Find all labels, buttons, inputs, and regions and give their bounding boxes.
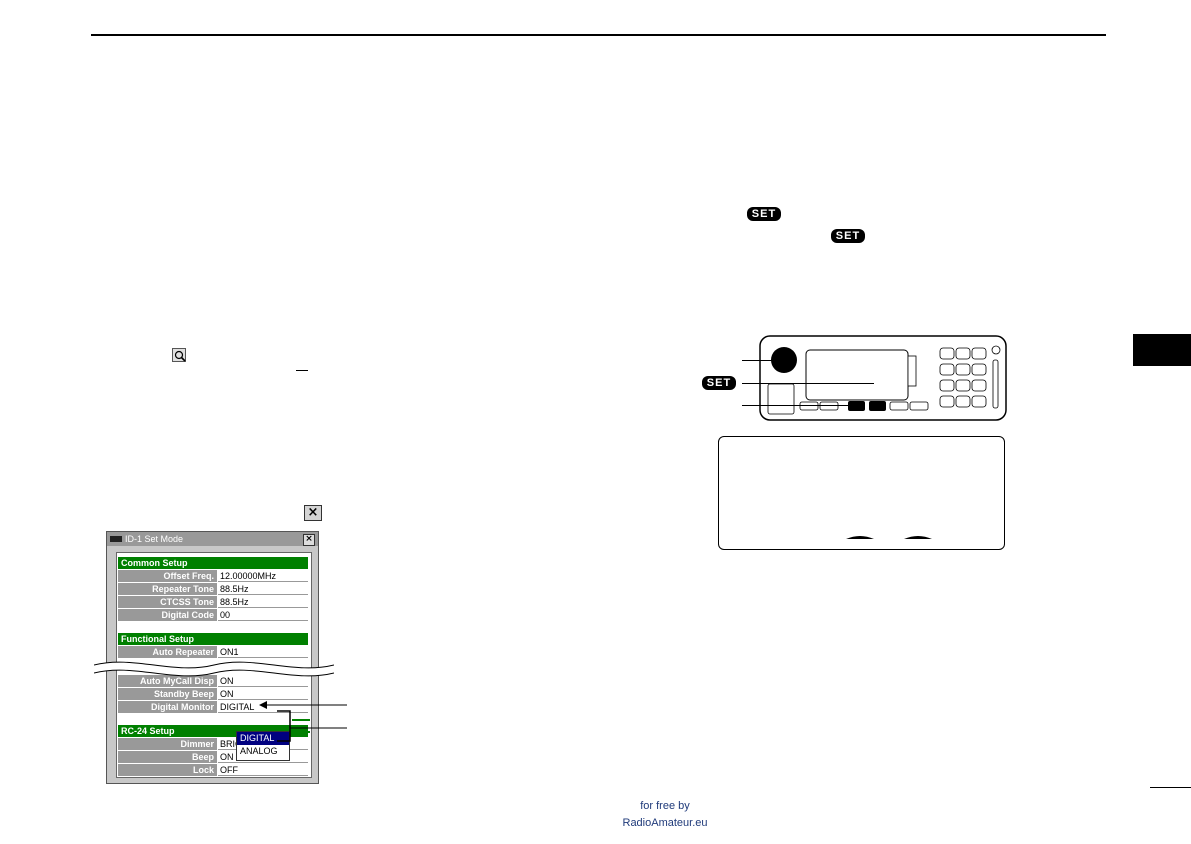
spacer — [118, 622, 308, 632]
setting-row[interactable]: Standby Beep ON — [118, 688, 308, 701]
set-key-glyph: SET — [702, 376, 736, 390]
leader-line — [742, 405, 852, 406]
setting-row[interactable]: Digital Code 00 — [118, 609, 308, 622]
zoom-icon[interactable] — [172, 348, 186, 362]
setting-label: CTCSS Tone — [118, 596, 217, 608]
setting-label: Lock — [118, 764, 217, 776]
section-header-common: Common Setup — [118, 557, 308, 569]
setting-value[interactable]: ON — [218, 688, 308, 700]
setting-label: Digital Monitor — [118, 701, 217, 713]
leader-line — [742, 383, 874, 384]
setting-row[interactable]: Auto Repeater ON1 — [118, 646, 308, 659]
footer-line-1: for free by — [640, 800, 690, 812]
setting-value[interactable]: ON1 — [218, 646, 308, 658]
setting-row[interactable]: CTCSS Tone 88.5Hz — [118, 596, 308, 609]
close-button[interactable]: × — [304, 505, 322, 521]
green-line — [292, 719, 310, 721]
setting-row[interactable]: Repeater Tone 88.5Hz — [118, 583, 308, 596]
set-key-glyph: SET — [831, 229, 865, 243]
setting-label: Auto MyCall Disp — [118, 675, 217, 687]
setting-label: Repeater Tone — [118, 583, 217, 595]
setting-row[interactable]: Auto MyCall Disp ON — [118, 675, 308, 688]
setting-label: Dimmer — [118, 738, 217, 750]
lcd-arrows — [846, 536, 932, 539]
setting-value[interactable]: 00 — [218, 609, 308, 621]
underline-mark — [296, 370, 308, 371]
setting-value[interactable]: 88.5Hz — [218, 583, 308, 595]
radio-front-panel — [759, 335, 1007, 421]
dropdown-option-analog[interactable]: ANALOG — [240, 746, 278, 756]
setting-label: Digital Code — [118, 609, 217, 621]
dropdown-option-digital[interactable]: DIGITAL — [237, 732, 289, 745]
setting-label: Beep — [118, 751, 217, 763]
setting-row[interactable]: Offset Freq. 12.00000MHz — [118, 570, 308, 583]
footer-credit: for free by RadioAmateur.eu — [560, 798, 770, 832]
setting-value[interactable]: OFF — [218, 764, 308, 776]
setting-label: Auto Repeater — [118, 646, 217, 658]
spacer — [118, 714, 308, 724]
side-tab — [1133, 334, 1191, 366]
callout-lines — [259, 701, 347, 742]
window-close-icon[interactable]: × — [303, 534, 315, 546]
digital-monitor-dropdown[interactable]: DIGITAL ANALOG — [236, 731, 290, 761]
app-icon — [110, 536, 122, 542]
top-rule — [91, 34, 1106, 36]
setting-value[interactable]: 88.5Hz — [218, 596, 308, 608]
lcd-display-box — [718, 436, 1005, 550]
setting-label: Offset Freq. — [118, 570, 217, 582]
page-number-rule — [1150, 787, 1191, 788]
section-header-functional: Functional Setup — [118, 633, 308, 645]
green-line — [292, 731, 310, 733]
set-key-glyph: SET — [747, 207, 781, 221]
setting-row[interactable]: Lock OFF — [118, 764, 308, 777]
setting-value[interactable]: ON — [218, 675, 308, 687]
footer-link[interactable]: RadioAmateur.eu — [622, 817, 708, 829]
setting-value[interactable]: 12.00000MHz — [218, 570, 308, 582]
leader-line — [742, 360, 772, 361]
setting-label: Standby Beep — [118, 688, 217, 700]
window-title: ID-1 Set Mode — [125, 534, 184, 544]
window-titlebar: ID-1 Set Mode × — [107, 532, 318, 546]
section-break-wave — [94, 661, 334, 677]
